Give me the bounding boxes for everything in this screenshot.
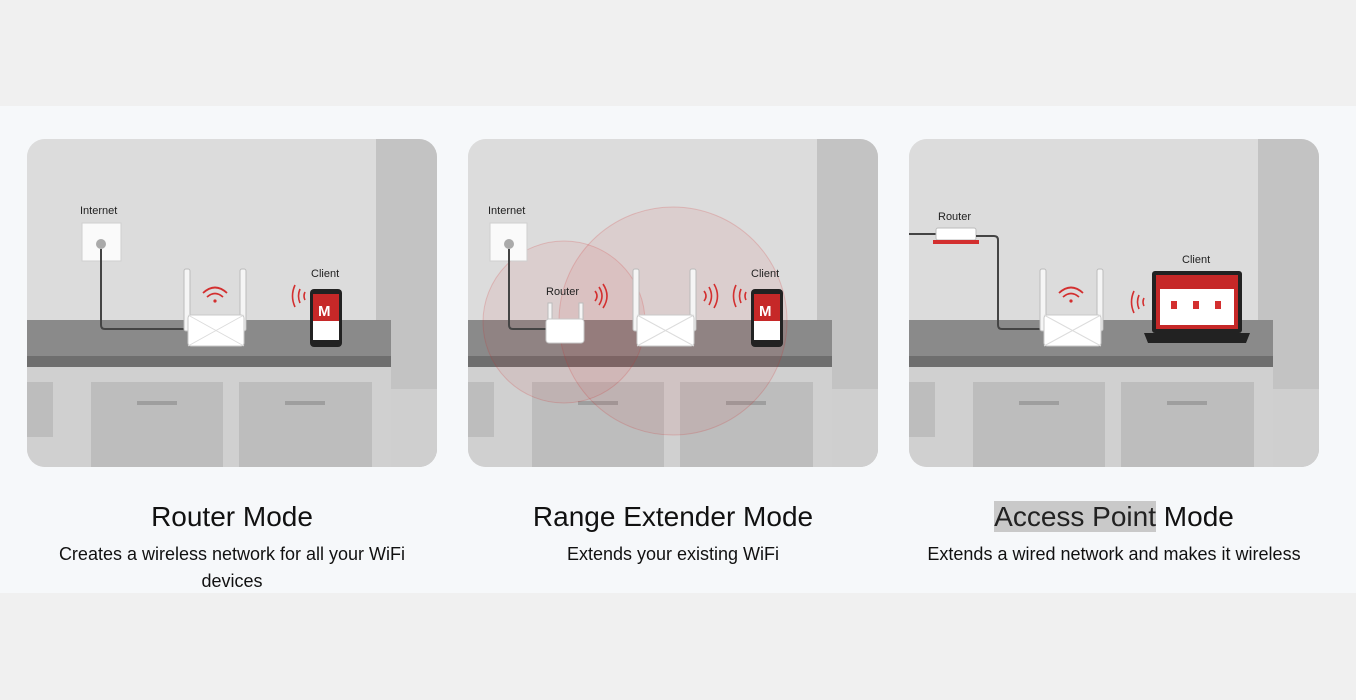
wifi-signal-icon <box>291 284 306 308</box>
wifi-router-icon <box>1039 268 1104 347</box>
wifi-router-icon <box>933 227 979 244</box>
wifi-router-icon <box>545 302 585 344</box>
wifi-router-icon <box>183 268 247 347</box>
access-point-title-highlight: Access Point <box>994 501 1157 532</box>
svg-text:M: M <box>318 303 331 320</box>
wifi-router-icon <box>632 268 697 347</box>
wifi-signal-icon <box>1058 286 1084 303</box>
client-label: Client <box>1182 254 1210 266</box>
range-extender-illustration: Internet Router <box>468 139 878 467</box>
svg-text:M: M <box>759 303 772 320</box>
access-point-mode-title: Access Point Mode <box>909 500 1319 534</box>
access-point-illustration: Router <box>909 139 1319 467</box>
smartphone-icon: M <box>751 289 783 347</box>
internet-label: Internet <box>80 205 117 217</box>
client-label: Client <box>751 268 779 280</box>
access-point-mode-description: Extends a wired network and makes it wir… <box>927 544 1301 564</box>
internet-label: Internet <box>488 205 525 217</box>
router-label: Router <box>546 286 579 298</box>
wifi-signal-icon <box>732 284 747 308</box>
router-mode-title: Router Mode <box>151 501 313 532</box>
client-label: Client <box>311 268 339 280</box>
range-extender-mode-title: Range Extender Mode <box>532 501 814 532</box>
wifi-signal-icon <box>594 283 608 309</box>
wifi-signal-icon <box>202 286 228 303</box>
range-extender-mode-description: Extends your existing WiFi <box>566 544 780 564</box>
wifi-signal-icon <box>1130 290 1145 314</box>
router-mode-illustration: Internet <box>27 139 437 467</box>
router-mode-description: Creates a wireless network for all your … <box>58 544 406 591</box>
laptop-icon <box>1144 271 1250 343</box>
wifi-signal-icon <box>703 283 719 309</box>
modes-section: Internet <box>0 106 1356 593</box>
access-point-title-rest: Mode <box>1156 501 1234 532</box>
router-label: Router <box>938 211 971 223</box>
smartphone-icon: M <box>310 289 342 347</box>
